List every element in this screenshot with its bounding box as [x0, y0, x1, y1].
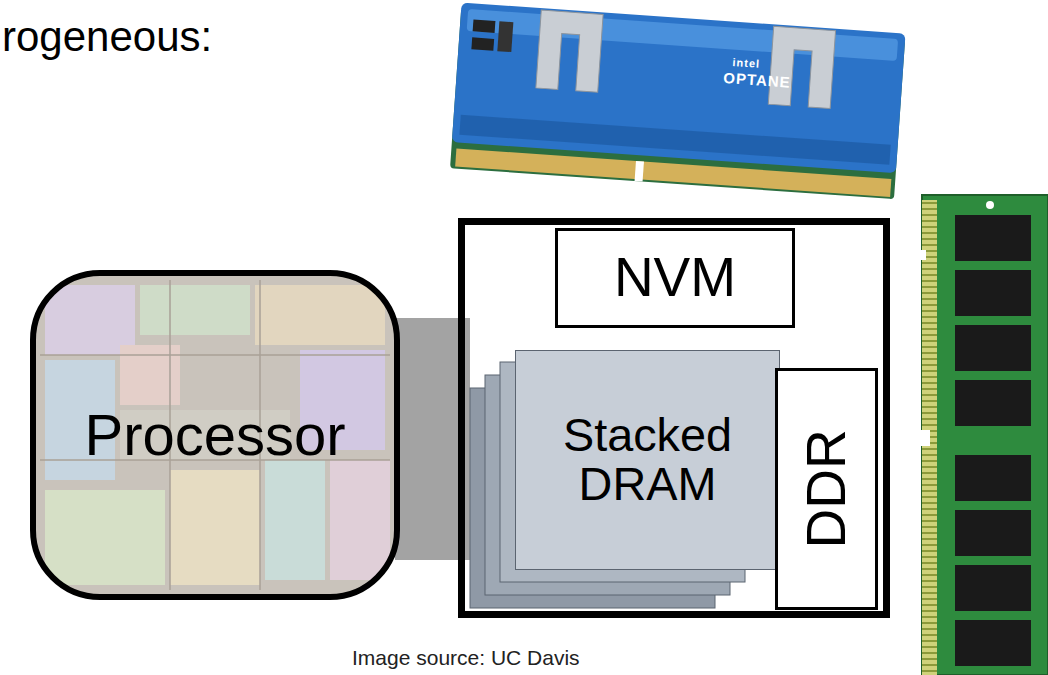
optane-module: [635, 161, 644, 182]
image-credit: Image source: UC Davis: [352, 646, 580, 669]
ddr-dimm: [955, 325, 1031, 371]
ddr-box: DDR: [775, 368, 878, 610]
processor-die: [40, 280, 390, 590]
optane-module: [459, 115, 890, 165]
processor-die: [33, 273, 397, 597]
node-text: DDR: [798, 429, 856, 548]
memory-enclosure: [462, 222, 887, 615]
ddr-dimm: [955, 620, 1031, 666]
optane-module: [450, 3, 905, 200]
processor-die: [330, 460, 390, 580]
processor-die: [170, 470, 260, 585]
ddr-dimm: [922, 195, 1048, 675]
processor-box: Processor: [30, 270, 400, 600]
optane-module: [473, 19, 496, 33]
ddr-dimm: [986, 201, 994, 209]
node-text: Stacked DRAM: [516, 411, 779, 509]
ddr-dimm: [955, 215, 1031, 261]
processor-die: [255, 285, 385, 345]
ddr-dimm: [955, 380, 1031, 426]
heading-fragment: rogeneous:: [2, 14, 212, 60]
brand-logo: intel: [732, 56, 760, 70]
processor-die: [45, 490, 165, 585]
optane-module: [768, 26, 835, 108]
optane-module: [452, 3, 906, 174]
node-text: NVM: [608, 249, 742, 307]
processor-die: [45, 285, 135, 355]
ddr-dimm: [955, 270, 1031, 316]
ddr-dimm: [916, 195, 1048, 675]
optane-module: [471, 37, 494, 51]
optane-module: [536, 10, 603, 92]
ddr-dimm: [955, 455, 1031, 501]
stacked-dram-box: Stacked DRAM: [515, 350, 780, 570]
ddr-dimm: [916, 430, 930, 446]
ddr-dimm: [955, 510, 1031, 556]
node-text: Processor: [78, 405, 351, 466]
ddr-dimm: [916, 250, 926, 260]
processor-die: [120, 345, 180, 405]
nvm-box: NVM: [555, 228, 795, 328]
processor-die: [265, 460, 325, 580]
ddr-dimm: [955, 565, 1031, 611]
processor-die: [140, 285, 250, 335]
processor-die: [33, 273, 397, 597]
optane-module: [497, 21, 513, 52]
